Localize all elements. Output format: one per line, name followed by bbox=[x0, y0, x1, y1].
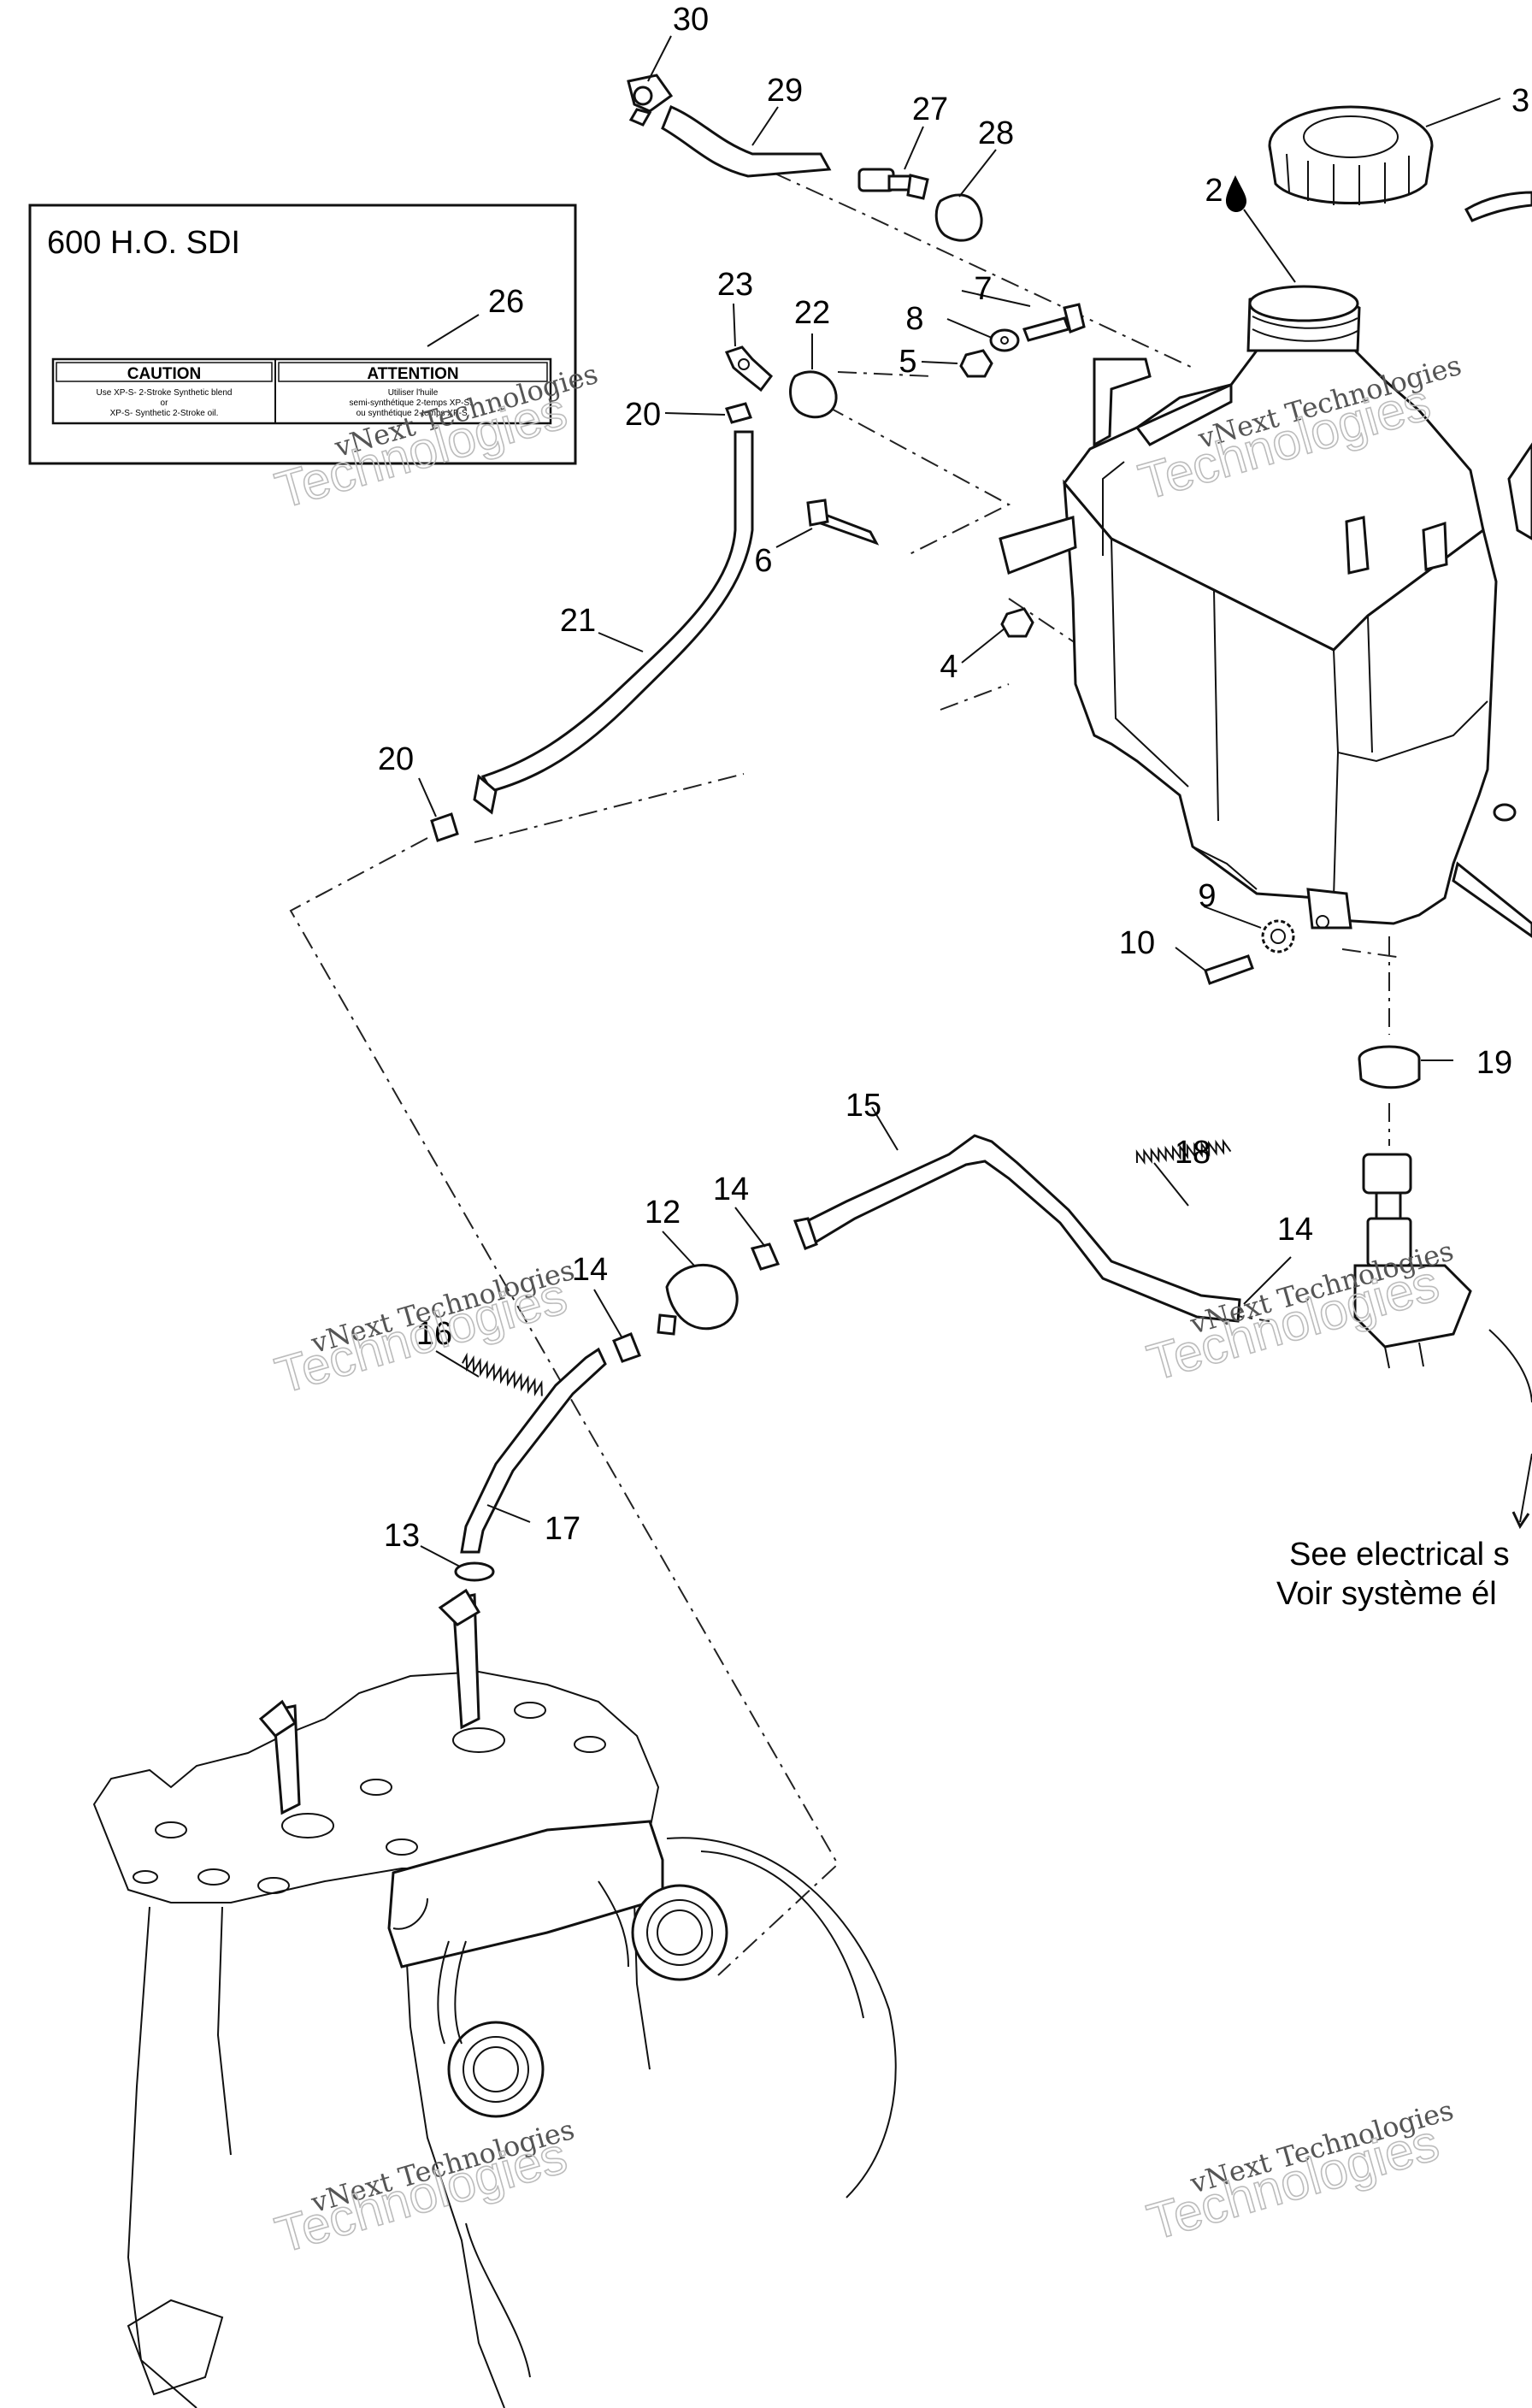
callout-2: 2 bbox=[1205, 173, 1223, 209]
attention-line3: ou synthétique 2-temps XP-S. bbox=[356, 409, 470, 418]
callout-18: 18 bbox=[1175, 1135, 1211, 1171]
callout-20-lower: 20 bbox=[378, 741, 414, 777]
callout-28: 28 bbox=[978, 115, 1014, 151]
fasteners bbox=[430, 303, 1421, 1089]
spring-16 bbox=[462, 1352, 543, 1397]
vent-hose-assembly bbox=[627, 74, 983, 242]
callout-19: 19 bbox=[1476, 1045, 1512, 1081]
warning-decal: CAUTION Use XP-S- 2-Stroke Synthetic ble… bbox=[51, 357, 552, 425]
callout-8: 8 bbox=[905, 301, 923, 337]
callout-15: 15 bbox=[846, 1088, 881, 1124]
note-english: See electrical s bbox=[1289, 1537, 1510, 1573]
callout-29: 29 bbox=[767, 73, 803, 109]
oil-tank bbox=[999, 285, 1532, 938]
hose-17 bbox=[460, 1332, 641, 1554]
callout-10: 10 bbox=[1119, 925, 1155, 961]
attention-line1: Utiliser l'huile bbox=[388, 388, 439, 398]
callout-26: 26 bbox=[488, 284, 524, 320]
callout-6: 6 bbox=[754, 543, 772, 579]
inset-title: 600 H.O. SDI bbox=[47, 225, 240, 261]
caution-line1: Use XP-S- 2-Stroke Synthetic blend bbox=[97, 388, 233, 398]
hose-21 bbox=[473, 430, 754, 815]
callout-14-left: 14 bbox=[572, 1252, 608, 1288]
spring-18 bbox=[1135, 1138, 1232, 1166]
attention-heading: ATTENTION bbox=[367, 365, 458, 383]
callout-3: 3 bbox=[1511, 83, 1529, 119]
callout-21: 21 bbox=[560, 603, 596, 639]
callout-7: 7 bbox=[974, 271, 992, 307]
callout-14-right: 14 bbox=[1277, 1212, 1313, 1248]
callout-30: 30 bbox=[673, 2, 709, 38]
model-inset: 600 H.O. SDI CAUTION Use XP-S- 2-Stroke … bbox=[28, 204, 577, 465]
oil-level-sensor bbox=[1353, 1153, 1472, 1369]
callout-20-top: 20 bbox=[625, 397, 661, 433]
note-french: Voir système él bbox=[1276, 1576, 1497, 1612]
tank-cap bbox=[1268, 105, 1434, 205]
oil-drop-icon bbox=[1226, 175, 1246, 212]
callout-numbers: 30 29 27 28 3 2 26 23 22 7 8 5 20 6 21 4… bbox=[378, 2, 1529, 1554]
callout-23: 23 bbox=[717, 267, 753, 303]
caution-line2: or bbox=[161, 398, 169, 408]
callout-13: 13 bbox=[384, 1518, 420, 1554]
callout-9: 9 bbox=[1198, 878, 1216, 914]
caution-line3: XP-S- Synthetic 2-Stroke oil. bbox=[110, 409, 219, 418]
hose-15 bbox=[657, 1134, 1241, 1336]
callout-5: 5 bbox=[899, 344, 916, 380]
watermark-large: Technologies bbox=[269, 2126, 573, 2263]
callout-12: 12 bbox=[645, 1195, 681, 1231]
attention-line2: semi-synthétique 2-temps XP-S... bbox=[350, 398, 477, 408]
callout-22: 22 bbox=[794, 295, 830, 331]
watermark-large: Technologies bbox=[1141, 2113, 1445, 2251]
callout-14-mid: 14 bbox=[713, 1172, 749, 1207]
callout-17: 17 bbox=[545, 1511, 580, 1547]
caution-heading: CAUTION bbox=[127, 365, 202, 383]
leader-lines bbox=[418, 35, 1501, 1567]
callout-16: 16 bbox=[416, 1316, 452, 1352]
callout-4: 4 bbox=[940, 649, 958, 685]
clamp-13 bbox=[454, 1561, 495, 1582]
engine-block bbox=[92, 1588, 897, 2408]
callout-27: 27 bbox=[912, 91, 948, 127]
